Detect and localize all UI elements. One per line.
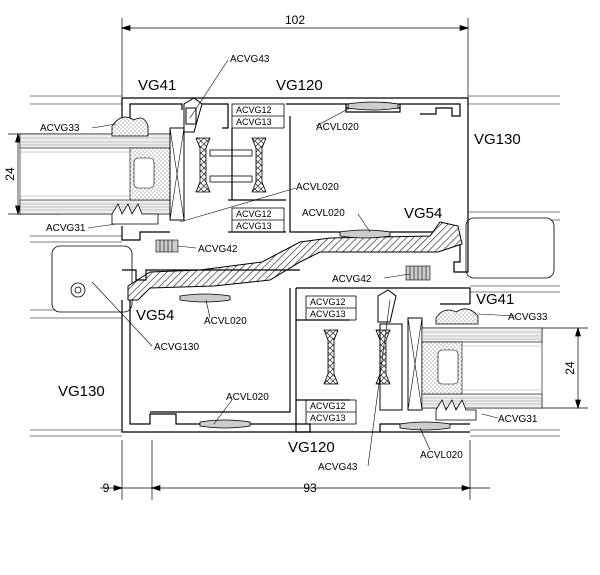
glass-unit-lower: [421, 327, 543, 409]
label-acvl020-bottom: ACVL020: [226, 392, 269, 403]
label-acvg12-a: ACVG12: [236, 105, 272, 115]
label-acvg12-b: ACVG12: [236, 209, 272, 219]
thermal-break-upper: [195, 137, 267, 193]
gasket-acvl020-lower: [179, 293, 451, 431]
connector-boxes-upper: [231, 103, 285, 233]
label-acvg33-left: ACVG33: [40, 123, 80, 134]
wall-lines: [30, 95, 560, 437]
label-acvl020-upper-right: ACVL020: [302, 208, 345, 219]
label-vg120-top: VG120: [276, 77, 323, 94]
label-vg41-top: VG41: [138, 77, 176, 94]
label-acvg33-right: ACVG33: [508, 312, 548, 323]
gasket-acvg31-lower: [435, 399, 477, 421]
connector-boxes-lower: [305, 295, 357, 425]
dim-right-height: 24: [563, 361, 577, 375]
label-acvg43-bottom: ACVG43: [318, 462, 358, 473]
label-acvg12-c: ACVG12: [310, 297, 346, 307]
label-acvl020-bottom-right: ACVL020: [420, 450, 463, 461]
glazing-bead-upper: [169, 97, 203, 221]
label-vg130-right: VG130: [474, 131, 521, 148]
label-acvg13-d: ACVG13: [310, 413, 346, 423]
gasket-acvl020-upper: [339, 101, 399, 239]
label-acvg31-left: ACVG31: [46, 223, 86, 234]
dimension-top: [120, 18, 470, 100]
mounting-bracket: [51, 217, 555, 313]
glass-unit-upper: [19, 133, 171, 215]
label-acvg42-a: ACVG42: [198, 244, 238, 255]
label-acvg43-top: ACVG43: [230, 54, 270, 65]
lower-frame-profile: [121, 269, 471, 433]
dimension-bottom: [100, 440, 490, 500]
label-acvg12-d: ACVG12: [310, 401, 346, 411]
coupling-profile-vg54: [127, 221, 463, 301]
dim-left-height: 24: [3, 167, 17, 181]
label-vg130-left: VG130: [58, 383, 105, 400]
seal-acvg42: [155, 239, 431, 281]
label-acvg130: ACVG130: [154, 342, 199, 353]
label-acvl020-top: ACVL020: [316, 122, 359, 133]
glazing-bead-lower: [377, 289, 423, 411]
label-vg120-bottom: VG120: [288, 439, 335, 456]
dim-bottom-left: 9: [103, 481, 110, 495]
gasket-acvg33-upper: [111, 116, 149, 137]
label-acvg42-b: ACVG42: [332, 274, 372, 285]
label-vg54-right: VG54: [404, 205, 442, 222]
label-acvl020-left: ACVL020: [204, 316, 247, 327]
label-vg41-bottom: VG41: [476, 291, 514, 308]
label-acvg13-b: ACVG13: [236, 221, 272, 231]
dim-top-width: 102: [285, 13, 305, 27]
label-acvg31-right: ACVG31: [498, 414, 538, 425]
dim-bottom-right: 93: [303, 481, 317, 495]
gasket-acvg31-upper: [111, 203, 159, 225]
gasket-acvg33-lower: [435, 308, 479, 325]
label-acvg13-a: ACVG13: [236, 117, 272, 127]
label-acvg13-c: ACVG13: [310, 309, 346, 319]
leader-lines: [87, 59, 517, 467]
dimension-right: [540, 326, 588, 410]
label-vg54-left: VG54: [136, 307, 174, 324]
label-acvl020-mid: ACVL020: [296, 182, 339, 193]
